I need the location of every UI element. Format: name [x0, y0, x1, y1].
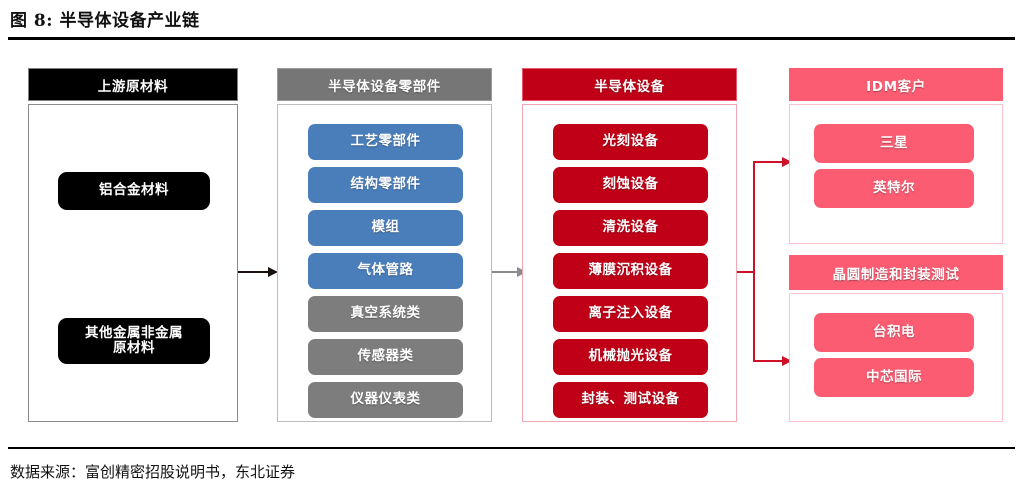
source-note: 数据来源：富创精密招股说明书，东北证券 [10, 463, 296, 481]
column-header-foundry-packaging: 晶圆制造和封装测试 [789, 255, 1003, 290]
components-item-instruments[interactable]: 仪器仪表类 [308, 382, 463, 418]
foundry-item-smic[interactable]: 中芯国际 [814, 358, 974, 397]
equipment-item-lithography[interactable]: 光刻设备 [553, 124, 708, 160]
upstream-item-aluminum[interactable]: 铝合金材料 [58, 172, 210, 210]
connector-line [238, 271, 276, 273]
idm-item-intel[interactable]: 英特尔 [814, 169, 974, 208]
connector-line [492, 271, 525, 273]
connector-branch-top [753, 161, 788, 163]
equipment-item-cmp[interactable]: 机械抛光设备 [553, 339, 708, 375]
components-item-vacuum-system[interactable]: 真空系统类 [308, 296, 463, 332]
column-header-equipment: 半导体设备 [522, 68, 737, 101]
components-item-structural-parts[interactable]: 结构零部件 [308, 167, 463, 203]
figure-title: 图 8: 半导体设备产业链 [10, 11, 200, 31]
column-body-upstream [28, 104, 238, 422]
title-divider [8, 37, 1015, 40]
connector-branch-bottom [753, 360, 788, 362]
connector-trunk [753, 162, 755, 362]
arrow-head-icon [268, 267, 278, 277]
column-header-components: 半导体设备零部件 [277, 68, 492, 101]
column-header-idm-customers: IDM客户 [789, 68, 1003, 101]
arrow-head-icon [782, 157, 792, 167]
equipment-item-ion-implantation[interactable]: 离子注入设备 [553, 296, 708, 332]
idm-item-samsung[interactable]: 三星 [814, 124, 974, 163]
equipment-item-cleaning[interactable]: 清洗设备 [553, 210, 708, 246]
footer-divider [8, 447, 1015, 449]
upstream-item-other-materials[interactable]: 其他金属非金属 原材料 [58, 318, 210, 364]
arrow-head-icon [782, 356, 792, 366]
connector-stub [737, 271, 755, 273]
components-item-process-parts[interactable]: 工艺零部件 [308, 124, 463, 160]
components-item-module[interactable]: 模组 [308, 210, 463, 246]
equipment-item-packaging-test[interactable]: 封装、测试设备 [553, 382, 708, 418]
components-item-gas-pipeline[interactable]: 气体管路 [308, 253, 463, 289]
components-item-sensors[interactable]: 传感器类 [308, 339, 463, 375]
foundry-item-tsmc[interactable]: 台积电 [814, 313, 974, 352]
equipment-item-etching[interactable]: 刻蚀设备 [553, 167, 708, 203]
equipment-item-thin-film-deposition[interactable]: 薄膜沉积设备 [553, 253, 708, 289]
column-header-upstream: 上游原材料 [28, 68, 238, 101]
